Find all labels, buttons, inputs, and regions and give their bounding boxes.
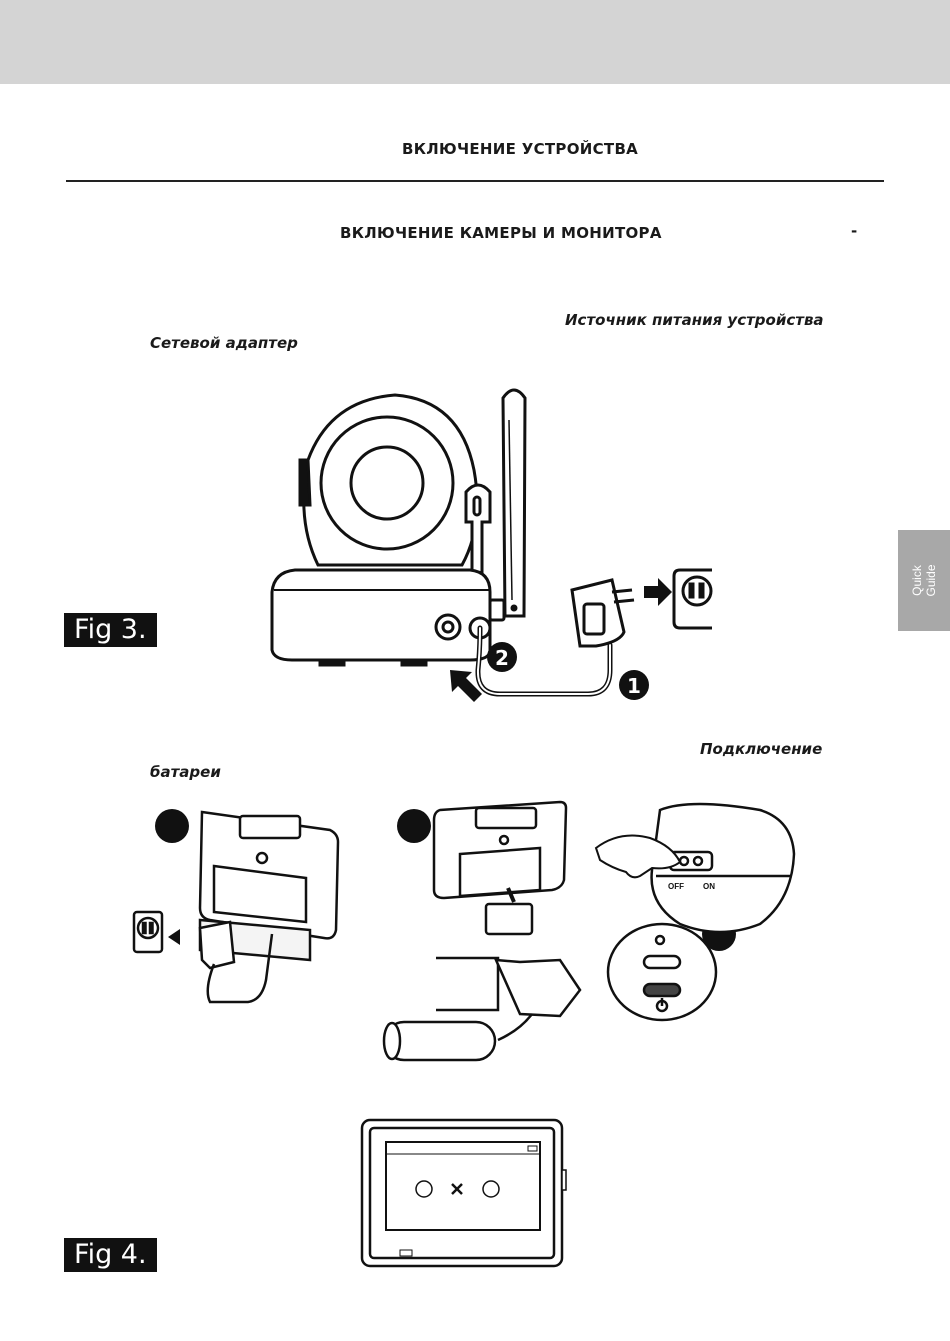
arrow-icon <box>168 929 194 945</box>
power-switch-icon: OFF ON <box>652 804 794 932</box>
switch-on-label: ON <box>703 882 715 891</box>
step-badge-a <box>155 809 189 843</box>
monitor-battery-icon <box>434 802 566 934</box>
monitor-buttons-icon <box>608 924 716 1020</box>
step-badge-b <box>397 809 431 843</box>
monitor-icon <box>362 1120 566 1266</box>
switch-off-label: OFF <box>668 882 684 891</box>
wall-outlet-icon <box>134 912 162 952</box>
battery-icon <box>384 958 580 1060</box>
